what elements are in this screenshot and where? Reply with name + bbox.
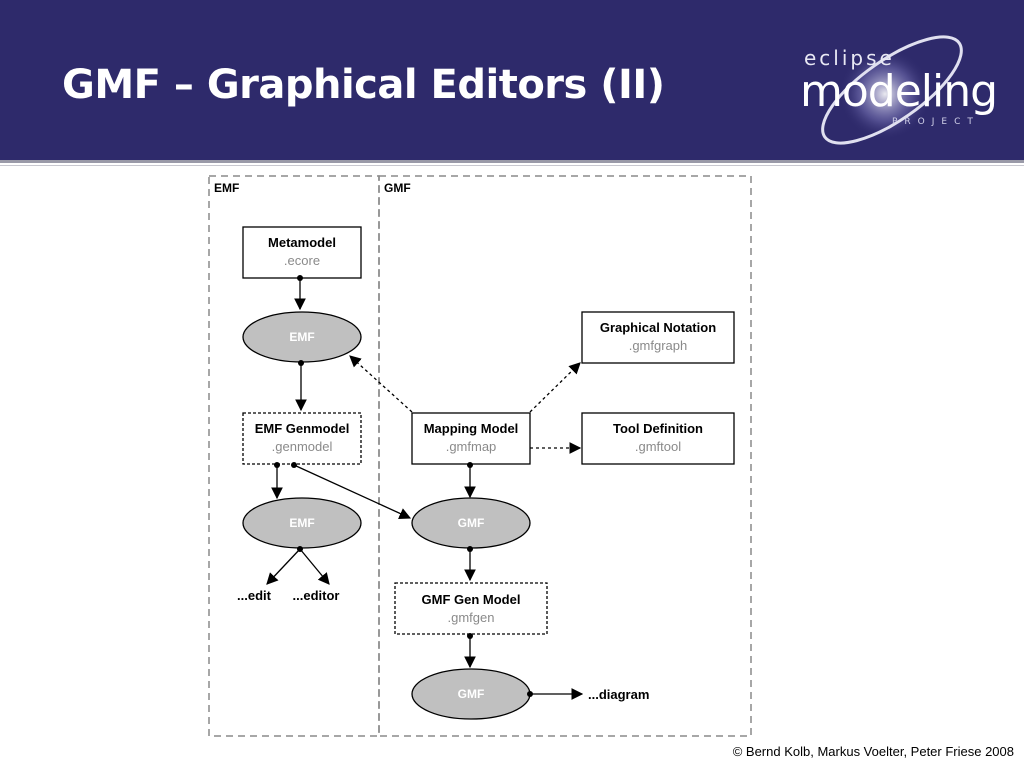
ellipse-gmf-1-label: GMF — [458, 516, 485, 530]
connector-dot — [467, 462, 473, 468]
connector-genmodel-gmf — [293, 464, 412, 519]
connector-mapping-graph-dotted — [529, 362, 581, 413]
ellipse-emf-1: EMF — [242, 311, 362, 363]
box-metamodel-sub: .ecore — [284, 253, 320, 268]
copyright-footer: © Bernd Kolb, Markus Voelter, Peter Frie… — [732, 744, 1014, 759]
box-tool-definition-title: Tool Definition — [613, 421, 703, 436]
box-emf-genmodel: EMF Genmodel .genmodel — [242, 412, 362, 465]
output-editor: ...editor — [293, 588, 340, 603]
ellipse-emf-2: EMF — [242, 497, 362, 549]
box-metamodel: Metamodel .ecore — [242, 226, 362, 279]
connector-dot — [291, 462, 297, 468]
box-mapping-model: Mapping Model .gmfmap — [411, 412, 531, 465]
connector-mapping-emf-dotted — [349, 355, 413, 413]
box-emf-genmodel-title: EMF Genmodel — [255, 421, 350, 436]
connector-dot — [297, 275, 303, 281]
connector-dot — [274, 462, 280, 468]
gmf-region-label: GMF — [384, 181, 411, 195]
ellipse-gmf-2: GMF — [411, 668, 531, 720]
ellipse-emf-2-label: EMF — [289, 516, 314, 530]
box-graphical-notation-sub: .gmfgraph — [629, 338, 688, 353]
connector-emf-edit — [266, 548, 301, 585]
connector-dot — [298, 360, 304, 366]
connector-dot — [527, 691, 533, 697]
logo-modeling-text: modeling — [800, 66, 998, 117]
logo-orbit-icon — [821, 35, 963, 145]
slide-title: GMF – Graphical Editors (II) — [62, 62, 665, 108]
eclipse-modeling-logo: eclipse modeling PROJECT — [780, 28, 1010, 158]
header-divider — [0, 160, 1024, 163]
box-mapping-model-title: Mapping Model — [424, 421, 519, 436]
box-graphical-notation: Graphical Notation .gmfgraph — [581, 311, 735, 364]
logo-eclipse-text: eclipse — [804, 46, 895, 70]
emf-region-label: EMF — [214, 181, 239, 195]
logo-project-text: PROJECT — [892, 117, 980, 127]
output-edit: ...edit — [237, 588, 272, 603]
ellipse-gmf-1: GMF — [411, 497, 531, 549]
box-tool-definition: Tool Definition .gmftool — [581, 412, 735, 465]
ellipse-emf-1-label: EMF — [289, 330, 314, 344]
box-metamodel-title: Metamodel — [268, 235, 336, 250]
connector-emf-editor — [299, 548, 330, 585]
box-gmf-gen-model: GMF Gen Model .gmfgen — [394, 582, 548, 635]
output-diagram: ...diagram — [588, 687, 649, 702]
connector-dot — [467, 546, 473, 552]
box-tool-definition-sub: .gmftool — [635, 439, 681, 454]
box-graphical-notation-title: Graphical Notation — [600, 320, 716, 335]
box-emf-genmodel-sub: .genmodel — [272, 439, 333, 454]
gmf-region — [378, 175, 752, 737]
connector-dot — [297, 546, 303, 552]
box-gmf-gen-model-title: GMF Gen Model — [422, 592, 521, 607]
header-divider-thin — [0, 165, 1024, 166]
box-mapping-model-sub: .gmfmap — [446, 439, 497, 454]
connector-dot — [467, 633, 473, 639]
box-gmf-gen-model-sub: .gmfgen — [448, 610, 495, 625]
ellipse-gmf-2-label: GMF — [458, 687, 485, 701]
